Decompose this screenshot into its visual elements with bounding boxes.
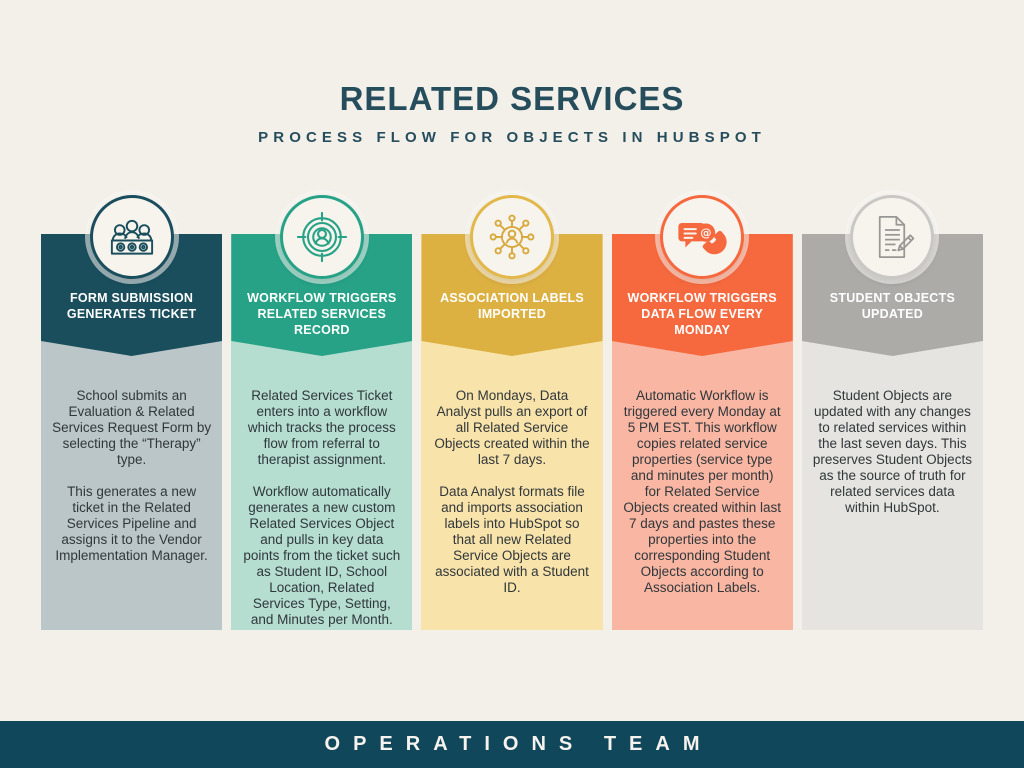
team-panel-icon	[89, 195, 174, 279]
step-paragraph: On Mondays, Data Analyst pulls an export…	[434, 388, 590, 467]
footer-label: OPERATIONS TEAM	[324, 733, 713, 755]
target-person-icon	[279, 195, 364, 279]
step-title: WORKFLOW TRIGGERS RELATED SERVICES RECOR…	[247, 291, 397, 337]
step-paragraph: Automatic Workflow is triggered every Mo…	[623, 388, 781, 595]
step-title: STUDENT OBJECTS UPDATED	[829, 291, 956, 321]
step-column-workflow-record: WORKFLOW TRIGGERS RELATED SERVICES RECOR…	[231, 195, 413, 630]
step-title: WORKFLOW TRIGGERS DATA FLOW EVERY MONDAY	[627, 291, 777, 337]
step-column-data-flow: @ WORKFLOW TRIGGERS DATA FLOW EVERY MOND…	[611, 195, 793, 630]
step-paragraph: Workflow automatically generates a new c…	[243, 484, 401, 627]
contact-phone-icon: @	[660, 195, 745, 279]
step-paragraph: Related Services Ticket enters into a wo…	[247, 388, 396, 467]
page-title: RELATED SERVICES	[339, 80, 685, 117]
step-body: School submits an Evaluation & Related S…	[41, 341, 223, 630]
step-column-association-labels: ASSOCIATION LABELS IMPORTED On Mondays, …	[421, 195, 603, 630]
step-title: FORM SUBMISSION GENERATES TICKET	[66, 291, 197, 321]
page-subtitle: PROCESS FLOW FOR OBJECTS IN HUBSPOT	[258, 129, 766, 146]
footer-banner: OPERATIONS TEAM	[0, 721, 1024, 768]
step-body: On Mondays, Data Analyst pulls an export…	[421, 341, 603, 630]
step-paragraph: This generates a new ticket in the Relat…	[55, 484, 208, 563]
step-column-form-submission: FORM SUBMISSION GENERATES TICKET School …	[41, 195, 223, 630]
step-header-banner: WORKFLOW TRIGGERS DATA FLOW EVERY MONDAY	[611, 234, 793, 356]
svg-text:@: @	[700, 226, 711, 240]
document-edit-icon	[850, 195, 935, 279]
step-paragraph: School submits an Evaluation & Related S…	[52, 388, 212, 467]
association-network-icon	[470, 195, 554, 279]
step-paragraph: Student Objects are updated with any cha…	[812, 388, 972, 515]
step-title: ASSOCIATION LABELS IMPORTED	[440, 291, 584, 321]
step-body: Related Services Ticket enters into a wo…	[231, 341, 413, 630]
step-column-student-objects: STUDENT OBJECTS UPDATED Student Objects …	[801, 195, 984, 630]
step-paragraph: Data Analyst formats file and imports as…	[435, 484, 589, 595]
step-body: Student Objects are updated with any cha…	[801, 341, 984, 630]
step-body: Automatic Workflow is triggered every Mo…	[611, 341, 793, 630]
process-columns: FORM SUBMISSION GENERATES TICKET School …	[41, 195, 984, 630]
